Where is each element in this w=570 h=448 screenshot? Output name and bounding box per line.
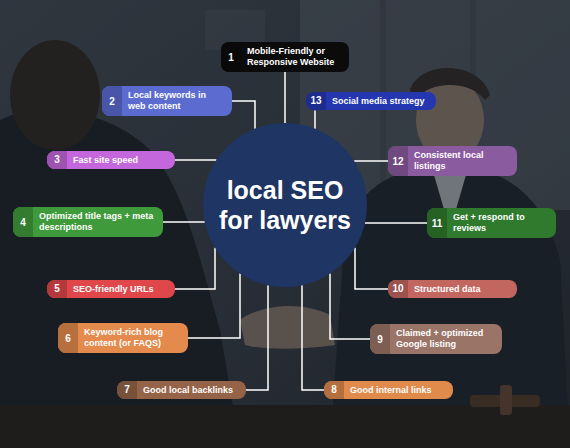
connector-line xyxy=(284,72,286,123)
step-number: 1 xyxy=(221,42,241,72)
connector-line xyxy=(365,222,427,224)
factor-label: Optimized title tags + meta descriptions xyxy=(33,207,163,237)
factor-label: Local keywords in web content xyxy=(122,86,232,116)
factor-pill: 6Keyword-rich blog content (or FAQS) xyxy=(58,323,188,353)
connector-line xyxy=(354,160,388,162)
step-number: 4 xyxy=(13,207,33,237)
factor-label: Fast site speed xyxy=(67,151,175,170)
factor-pill: 2Local keywords in web content xyxy=(102,86,232,116)
connector-line xyxy=(302,285,324,390)
hub-circle: local SEO for lawyers xyxy=(203,123,367,287)
factor-label: Keyword-rich blog content (or FAQS) xyxy=(78,323,188,353)
factor-pill: 1Mobile-Friendly or Responsive Website xyxy=(221,42,349,72)
factor-pill: 5SEO-friendly URLs xyxy=(47,280,175,299)
step-number: 10 xyxy=(388,280,408,299)
connector-line xyxy=(246,285,268,390)
factor-label: SEO-friendly URLs xyxy=(67,280,175,299)
connector-line xyxy=(355,248,388,289)
connector-line xyxy=(330,274,370,339)
step-number: 13 xyxy=(306,92,326,111)
step-number: 5 xyxy=(47,280,67,299)
factor-pill: 13Social media strategy xyxy=(306,92,436,111)
factor-pill: 10Structured data xyxy=(388,280,517,299)
connector-line xyxy=(175,248,215,289)
step-number: 11 xyxy=(427,208,447,238)
factor-pill: 7Good local backlinks xyxy=(117,381,246,400)
factor-pill: 12Consistent local listings xyxy=(388,146,517,176)
step-number: 2 xyxy=(102,86,122,116)
factor-label: Structured data xyxy=(408,280,517,299)
factor-label: Good internal links xyxy=(344,381,453,400)
step-number: 7 xyxy=(117,381,137,400)
connector-line xyxy=(314,110,316,128)
connector-line xyxy=(163,221,205,223)
factor-label: Mobile-Friendly or Responsive Website xyxy=(241,42,349,72)
step-number: 3 xyxy=(47,151,67,170)
factor-pill: 3Fast site speed xyxy=(47,151,175,170)
connector-line xyxy=(175,159,216,161)
factor-pill: 11Get + respond to reviews xyxy=(427,208,556,238)
factor-label: Good local backlinks xyxy=(137,381,246,400)
factor-pill: 8Good internal links xyxy=(324,381,453,400)
factor-label: Get + respond to reviews xyxy=(447,208,556,238)
step-number: 8 xyxy=(324,381,344,400)
factor-pill: 9Claimed + optimized Google listing xyxy=(370,324,502,354)
step-number: 6 xyxy=(58,323,78,353)
factor-label: Claimed + optimized Google listing xyxy=(390,324,502,354)
connector-line xyxy=(188,274,240,338)
factor-label: Social media strategy xyxy=(326,92,436,111)
factor-label: Consistent local listings xyxy=(408,146,517,176)
step-number: 12 xyxy=(388,146,408,176)
factor-pill: 4Optimized title tags + meta description… xyxy=(13,207,163,237)
hub-title: local SEO for lawyers xyxy=(215,175,355,235)
step-number: 9 xyxy=(370,324,390,354)
connector-line xyxy=(232,101,255,129)
